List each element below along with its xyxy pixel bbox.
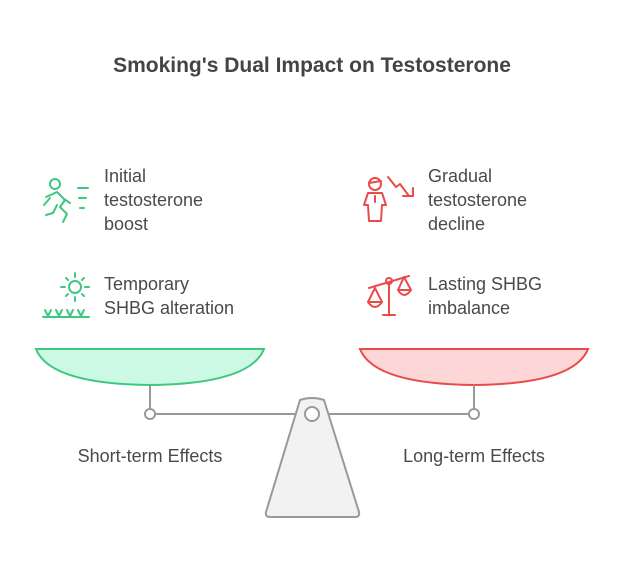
long-term-item-1: Gradual testosterone decline <box>428 166 528 234</box>
short-term-label: Short-term Effects <box>77 446 223 466</box>
fulcrum <box>264 397 361 518</box>
person-decline-arrow-icon <box>363 176 414 222</box>
running-person-icon <box>43 178 89 223</box>
left-pan <box>34 348 266 387</box>
diagram-title: Smoking's Dual Impact on Testosterone <box>113 54 511 77</box>
short-term-item-2: Temporary SHBG alteration <box>104 274 235 318</box>
long-term-item-2: Lasting SHBG imbalance <box>428 274 543 318</box>
short-term-item-1: Initial testosterone boost <box>104 166 204 234</box>
sun-over-grass-icon <box>42 272 90 319</box>
right-pan <box>358 348 590 387</box>
unbalanced-scale-icon <box>367 275 412 316</box>
long-term-label: Long-term Effects <box>403 446 545 466</box>
